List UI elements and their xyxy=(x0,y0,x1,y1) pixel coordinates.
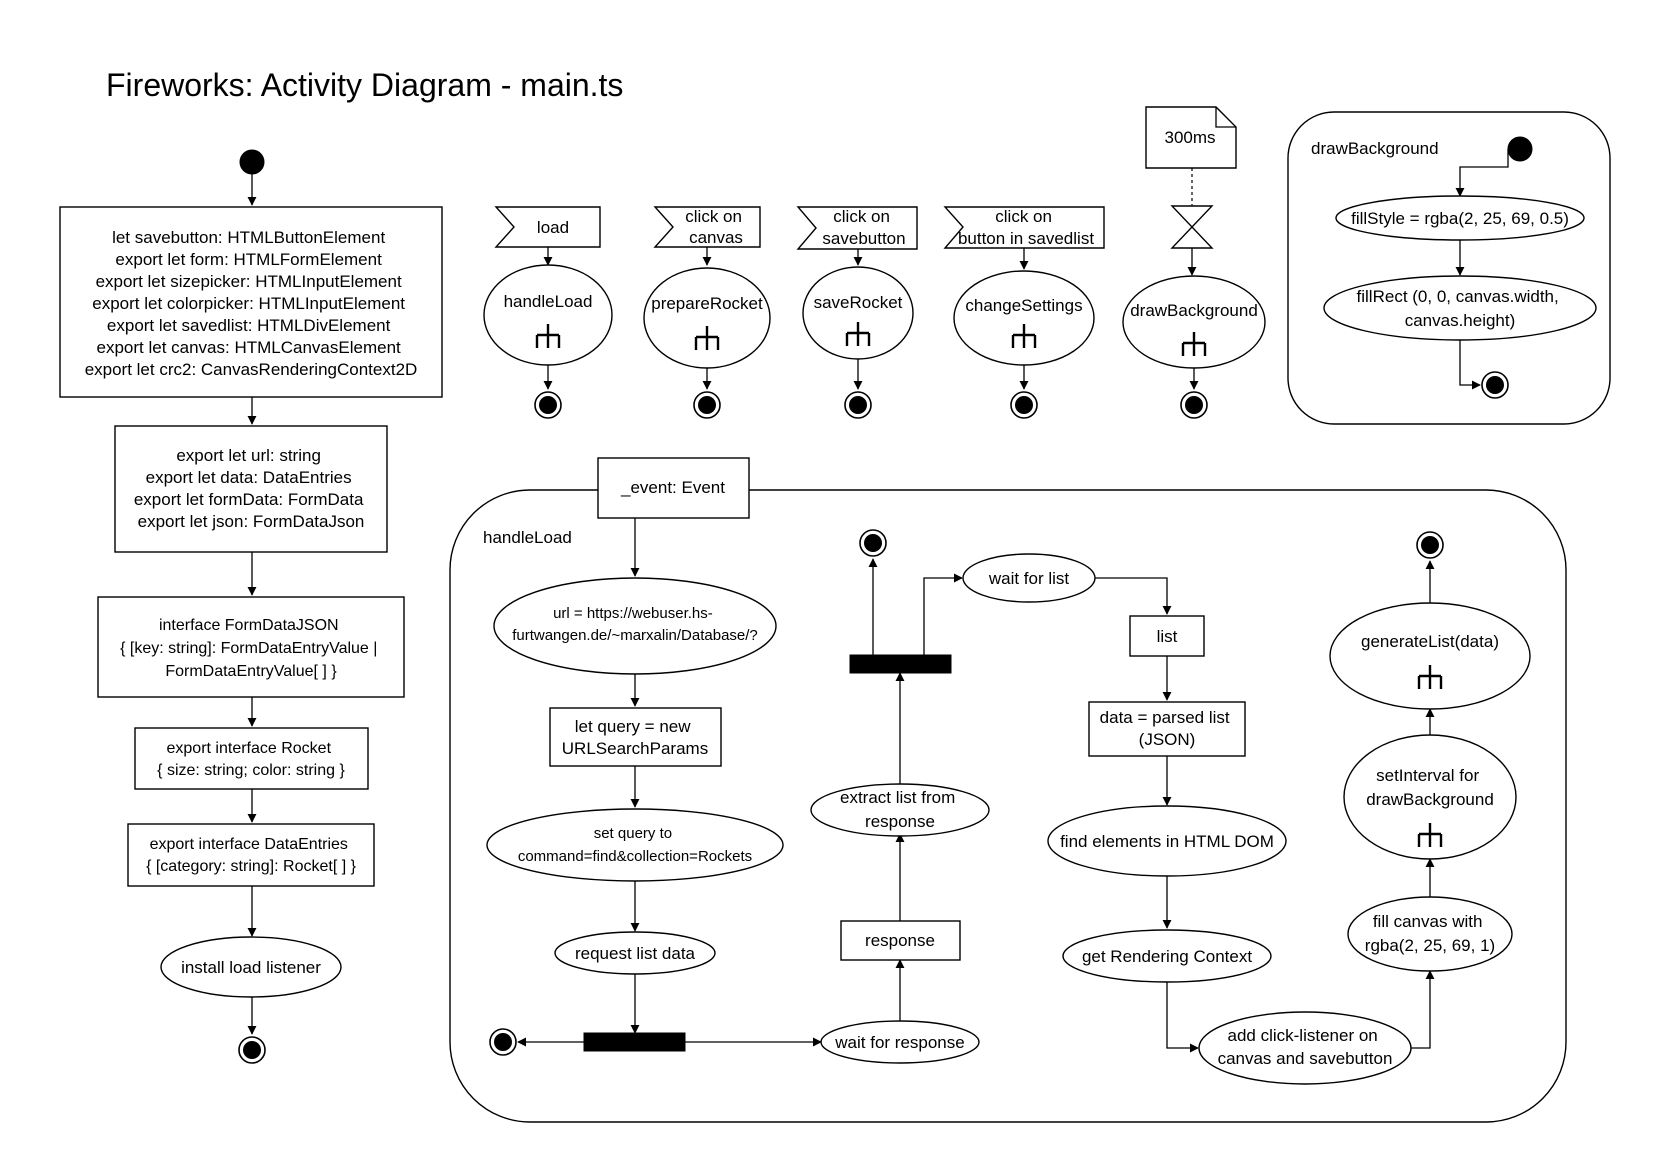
click-listener-label: add click-listener on canvas and savebut… xyxy=(1218,1026,1393,1068)
final-node xyxy=(859,529,887,557)
saverocket-label: saveRocket xyxy=(814,293,903,312)
dataentries-interface-text: export interface DataEntries { [category… xyxy=(146,836,357,875)
fillrect-label: fillRect (0, 0, canvas.width, canvas.hei… xyxy=(1357,287,1564,330)
preparerocket-label: prepareRocket xyxy=(651,294,763,313)
drawbackground-frame-label: drawBackground xyxy=(1311,139,1439,158)
list-label: list xyxy=(1157,627,1178,646)
final-node xyxy=(693,391,721,419)
set-query-action xyxy=(486,808,784,882)
variables-box xyxy=(114,425,388,553)
event-parameter-label: _event: Event xyxy=(620,478,725,497)
query-action xyxy=(549,707,722,767)
fill-canvas-action xyxy=(1347,896,1513,972)
install-load-listener-action xyxy=(160,936,342,998)
load-signal-label: load xyxy=(537,218,569,237)
main-flow: let savebutton: HTMLButtonElement export… xyxy=(59,149,443,1064)
rocket-interface-box xyxy=(134,727,369,790)
drawbackground-label: drawBackground xyxy=(1130,301,1258,320)
click-canvas-signal-label: click on canvas xyxy=(685,207,746,247)
final-node xyxy=(489,1028,517,1056)
parsed-list-action xyxy=(1088,701,1246,757)
query-label: let query = new URLSearchParams xyxy=(562,717,708,758)
final-node xyxy=(534,391,562,419)
dataentries-interface-box xyxy=(127,823,375,887)
formdatajson-interface-text: interface FormDataJSON { [key: string]: … xyxy=(120,617,382,680)
formdatajson-interface-box xyxy=(97,596,405,698)
timer-event-icon xyxy=(1170,205,1214,249)
setinterval-label: setInterval for drawBackground xyxy=(1366,766,1494,809)
timer-note xyxy=(1145,106,1237,169)
drawbackground-activity: drawBackground fillStyle = rgba(2, 25, 6… xyxy=(1287,111,1611,425)
generatelist-action xyxy=(1329,602,1531,710)
click-savedlist-signal-label: click on button in savedlist xyxy=(958,207,1094,248)
fillstyle-label: fillStyle = rgba(2, 25, 69, 0.5) xyxy=(1351,209,1569,228)
event-handlers: load handleLoad click on canvas prepareR… xyxy=(483,106,1266,419)
initial-node xyxy=(1507,136,1533,162)
event-parameter-box xyxy=(597,457,750,519)
final-node xyxy=(1010,391,1038,419)
fork-bar xyxy=(849,654,952,674)
list-object xyxy=(1129,615,1205,657)
rocket-interface-text: export interface Rocket { size: string; … xyxy=(157,740,345,779)
request-list-label: request list data xyxy=(575,944,696,963)
declarations-box xyxy=(59,206,443,398)
handleload-label: handleLoad xyxy=(504,292,593,311)
initial-node xyxy=(239,149,265,175)
changesettings-label: changeSettings xyxy=(965,296,1082,315)
parsed-list-label: data = parsed list (JSON) xyxy=(1100,708,1235,749)
generatelist-label: generateList(data) xyxy=(1361,632,1499,651)
click-savebutton-signal-label: click on savebutton xyxy=(822,207,905,248)
preparerocket-action xyxy=(643,267,771,369)
diagram-title: Fireworks: Activity Diagram - main.ts xyxy=(106,67,623,103)
final-node xyxy=(1180,391,1208,419)
extract-list-label: extract list from response xyxy=(840,788,960,831)
wait-list-label: wait for list xyxy=(988,569,1070,588)
response-object xyxy=(840,920,961,961)
final-node xyxy=(1481,371,1509,399)
install-load-listener-label: install load listener xyxy=(181,958,321,977)
declarations-text: let savebutton: HTMLButtonElement export… xyxy=(85,228,418,379)
url-action xyxy=(493,577,777,675)
changesettings-action xyxy=(953,270,1095,366)
url-label: url = https://webuser.hs- furtwangen.de/… xyxy=(512,605,758,644)
timer-note-label: 300ms xyxy=(1164,128,1215,147)
set-query-label: set query to command=find&collection=Roc… xyxy=(518,825,752,865)
click-listener-action xyxy=(1198,1011,1412,1085)
rendering-context-label: get Rendering Context xyxy=(1082,947,1252,966)
drawbackground-frame xyxy=(1287,111,1611,425)
find-elements-label: find elements in HTML DOM xyxy=(1060,832,1274,851)
handleload-frame-label: handleLoad xyxy=(483,528,572,547)
final-node xyxy=(238,1036,266,1064)
fillrect-action xyxy=(1323,275,1597,341)
handleload-activity: handleLoad _event: Event url = https://w… xyxy=(449,457,1567,1123)
fork-bar xyxy=(583,1032,686,1052)
fill-canvas-label: fill canvas with rgba(2, 25, 69, 1) xyxy=(1365,912,1495,955)
variables-text: export let url: string export let data: … xyxy=(134,446,368,531)
final-node xyxy=(844,391,872,419)
wait-response-label: wait for response xyxy=(834,1033,964,1052)
final-node xyxy=(1416,531,1444,559)
response-label: response xyxy=(865,931,935,950)
handleload-action xyxy=(483,264,613,366)
